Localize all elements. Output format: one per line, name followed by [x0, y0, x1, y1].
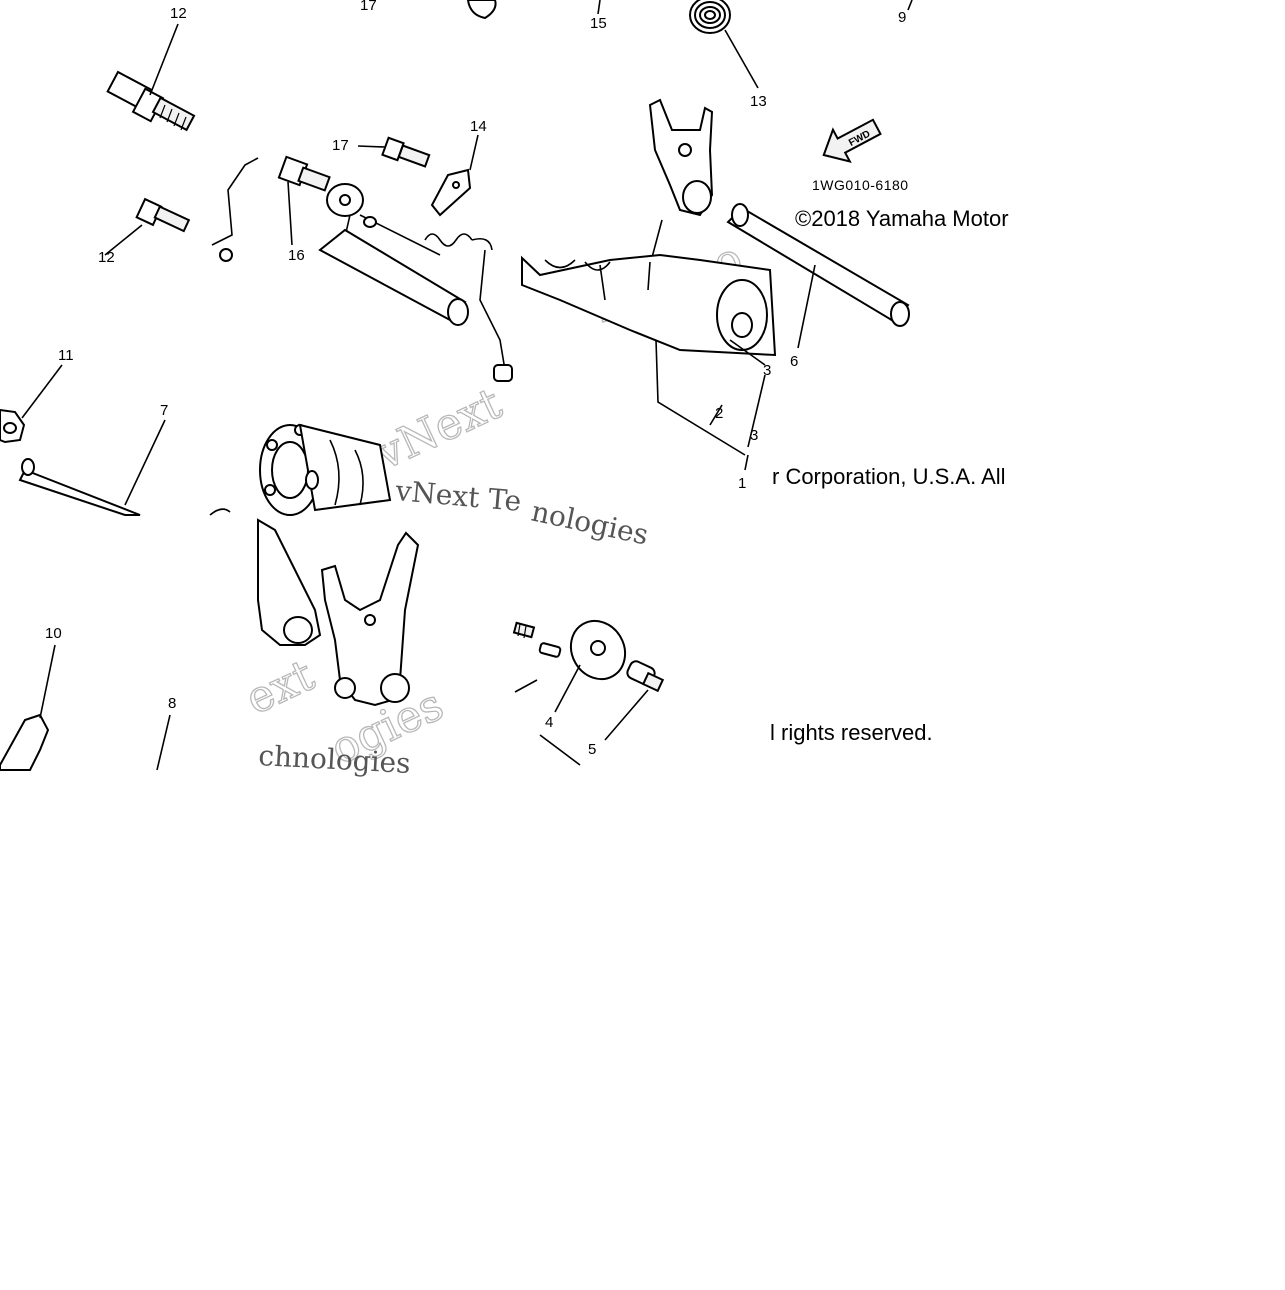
copyright-line-3: l rights reserved.	[770, 720, 933, 745]
shaft-middle	[318, 228, 469, 326]
copyright-line-2: r Corporation, U.S.A. All	[772, 464, 1006, 489]
shaft-6	[726, 203, 910, 349]
shift-drum	[521, 253, 777, 366]
shift-fork-bottom	[257, 518, 420, 707]
bolt-16	[277, 155, 331, 246]
callout-12b: 12	[98, 249, 115, 266]
part-10	[0, 644, 56, 771]
callout-10: 10	[45, 625, 62, 642]
shaft-7	[18, 419, 166, 516]
callout-3: 3	[750, 427, 758, 444]
leader-partial	[514, 679, 538, 693]
bolt-17	[357, 136, 431, 168]
bolt-12	[106, 23, 196, 132]
callout-6: 6	[790, 353, 798, 370]
callout-5: 5	[588, 741, 596, 758]
copyright-line-1: ©2018 Yamaha Motor	[795, 206, 1009, 231]
callout-12: 12	[170, 5, 187, 22]
callout-9: 9	[898, 9, 906, 26]
washer-top	[466, 0, 497, 20]
lever-hole	[219, 248, 233, 262]
leader-15	[597, 0, 601, 15]
callout-14: 14	[470, 118, 487, 135]
lever-arm	[479, 249, 506, 371]
drum-gears	[259, 423, 392, 516]
callout-4: 4	[545, 714, 553, 731]
shift-fork-top	[648, 98, 714, 266]
callout-17-top: 17	[360, 0, 377, 14]
fwd-arrow-icon: FWD	[822, 118, 882, 164]
leader-8	[156, 714, 171, 771]
screw-5	[604, 660, 665, 741]
watermark-text: vNext	[367, 378, 509, 481]
bracket-4-5	[539, 734, 581, 766]
watermark-text: ext	[238, 650, 322, 725]
watermark-text: chnologies	[258, 739, 412, 780]
callout-7: 7	[160, 402, 168, 419]
callout-16: 16	[288, 247, 305, 264]
bracket-1-2-3	[655, 339, 766, 471]
callout-15: 15	[590, 15, 607, 32]
watermark-text: vNext Te	[393, 474, 522, 518]
plate-14	[430, 134, 479, 217]
part-code: 1WG010-6180	[812, 177, 909, 193]
callout-2: 2	[715, 405, 723, 422]
callout-13: 13	[750, 93, 767, 110]
stopper-lever-outline	[211, 157, 259, 246]
bolt-12b	[104, 197, 191, 256]
washer-11	[0, 364, 63, 444]
callout-11: 11	[58, 347, 74, 364]
callout-3b: 3	[763, 362, 771, 379]
watermark-text: nologies	[529, 495, 652, 552]
callout-8: 8	[168, 695, 176, 712]
washer-4	[554, 619, 627, 713]
pin-4	[512, 621, 562, 658]
callout-17: 17	[332, 137, 349, 154]
leader-9	[907, 0, 913, 11]
spring-13	[689, 0, 759, 89]
partial-part	[209, 508, 231, 516]
callout-1: 1	[738, 475, 746, 492]
lever-end	[493, 364, 513, 382]
spring-shift	[359, 214, 493, 256]
